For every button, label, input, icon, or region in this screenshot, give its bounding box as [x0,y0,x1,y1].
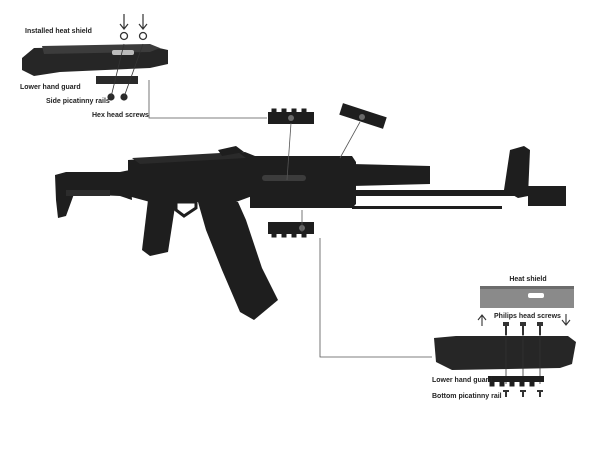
inset-top-rail-slot [112,50,134,55]
leader-line-angled-rail [339,121,361,159]
inset-top-hole-left [119,31,129,41]
heat-shield-slot [528,293,544,298]
rifle-gas-block [352,164,430,186]
loose-picatinny-rail-top [268,108,314,124]
arrow-up-icon [477,314,487,326]
loose-picatinny-rail-bottom [268,222,314,238]
rifle-rear-sight [218,146,244,156]
arrow-down-icon [138,14,148,30]
rifle-front-sight [504,146,530,198]
rifle-handguard [250,156,356,208]
rifle-dust-cover [132,152,246,164]
leader-lines [148,80,432,358]
bottom-inset-handguard-assembly [434,286,576,397]
label-side-picatinny-rails: Side picatinny rails [46,98,110,105]
label-hex-head-screws: Hex head screws [92,112,149,119]
leader-line-bottom-inset [319,238,432,358]
label-lower-hand-guard-top: Lower hand guard [20,84,81,91]
rifle-stock-brace [66,190,110,196]
leader-line-top-inset [148,80,267,119]
rifle-trigger-guard [174,200,198,218]
inset-bottom-screw-lines [505,335,541,384]
rifle-handguard-slot [262,175,306,181]
label-heat-shield: Heat shield [509,276,547,283]
label-installed-heat-shield: Installed heat shield [25,28,92,35]
leader-line-rail-to-handguard [286,122,292,181]
philips-head-screws [503,322,543,335]
inset-bottom-lower-hand-guard [434,336,576,370]
top-inset-handguard-assembly [22,14,168,101]
inset-bottom-rail-teeth [489,382,535,387]
inset-top-hole-right [138,31,148,41]
inset-top-side-rail [96,76,138,84]
label-bottom-picatinny-rail: Bottom picatinny rail [432,393,502,400]
rifle-gas-tube [352,206,502,209]
label-lower-hand-guard-bottom: Lower hand guard [432,377,493,384]
loose-picatinny-rail-angled [339,103,387,129]
rifle-silhouette [55,146,566,320]
rifle-muzzle-brake [528,186,566,206]
arrow-down-icon [561,314,571,326]
rifle-receiver [128,152,255,202]
rifle-barrel [352,190,542,196]
heat-shield-plate-edge [480,286,574,289]
rifle-pistol-grip [142,200,176,256]
label-philips-head-screws: Philips head screws [494,313,561,320]
inset-top-pointer-lines [110,43,144,98]
heat-shield-plate [480,286,574,308]
inset-bottom-picatinny-rail [488,376,544,382]
rifle-magazine [198,202,278,320]
inset-bottom-rail-screws [503,390,543,397]
arrow-down-icon [119,14,129,30]
